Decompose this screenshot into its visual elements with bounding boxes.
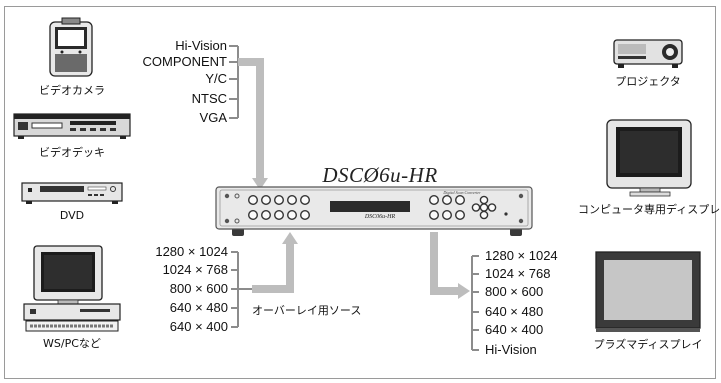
input-bracket <box>229 45 258 119</box>
output-resolution-label: 640 × 480 <box>485 304 544 319</box>
panel-model-label: DSC06u-HR <box>364 214 396 220</box>
panel-brand-label: Digital Scan Converter <box>443 190 481 195</box>
overlay-arrow <box>252 232 298 293</box>
output-resolution-label: 1024 × 768 <box>485 266 551 281</box>
computer-display-caption: コンピュータ専用ディスプレイ <box>578 203 721 216</box>
output-resolution-label: 800 × 600 <box>485 284 544 299</box>
diagram-frame <box>4 6 716 379</box>
video-camera-icon <box>49 17 93 77</box>
video-deck-icon <box>13 113 131 139</box>
video-deck-caption: ビデオデッキ <box>39 146 105 159</box>
computer-display-icon <box>606 119 692 197</box>
projector-caption: プロジェクタ <box>615 75 681 88</box>
input-arrow <box>238 58 268 190</box>
output-resolution-label: 1280 × 1024 <box>485 248 558 263</box>
scan-converter-device <box>215 186 533 236</box>
video-camera-caption: ビデオカメラ <box>39 84 105 97</box>
pc-resolution-label: 640 × 400 <box>169 319 228 334</box>
output-resolution-label: Hi-Vision <box>485 342 537 357</box>
dvd-player-icon <box>21 182 123 204</box>
plasma-display-icon <box>595 251 701 332</box>
input-label-hi-vision: Hi-Vision <box>175 38 227 53</box>
product-title: DSCØ6u-HR <box>322 163 438 187</box>
input-label-component: COMPONENT <box>142 54 228 69</box>
output-arrow <box>430 232 470 299</box>
output-resolution-label: 640 × 400 <box>485 322 544 337</box>
input-label-yc: Y/C <box>205 71 227 86</box>
projector-icon <box>613 39 683 68</box>
pc-resolution-label: 640 × 480 <box>169 300 228 315</box>
input-label-vga: VGA <box>199 110 227 125</box>
pc-resolution-label: 800 × 600 <box>169 281 228 296</box>
overlay-source-label: オーバーレイ用ソース <box>252 304 362 317</box>
pc-resolution-label: 1024 × 768 <box>162 262 228 277</box>
plasma-display-caption: プラズマディスプレイ <box>593 338 703 351</box>
input-label-ntsc: NTSC <box>191 91 227 106</box>
pc-resolution-label: 1280 × 1024 <box>155 244 228 259</box>
dvd-caption: DVD <box>59 209 85 222</box>
workstation-pc-icon <box>23 245 121 332</box>
workstation-caption: WS/PCなど <box>43 337 101 350</box>
output-bracket <box>471 255 479 351</box>
